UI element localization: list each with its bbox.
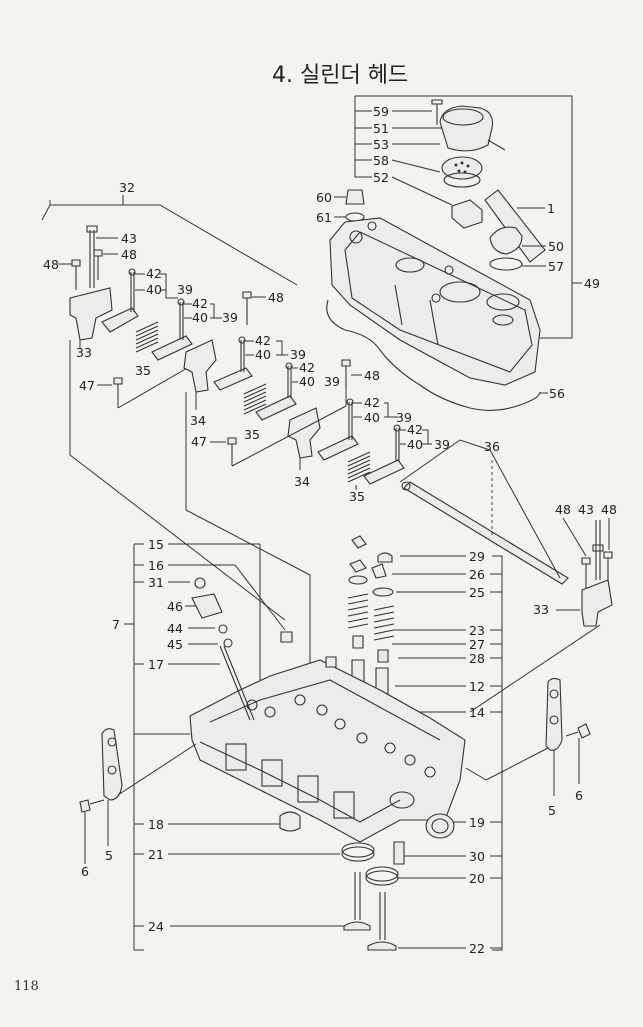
callout: 16 <box>148 558 164 573</box>
callout: 60 <box>316 190 332 205</box>
callout: 6 <box>575 788 583 803</box>
callout: 33 <box>533 602 549 617</box>
callout: 48 <box>268 290 284 305</box>
callout: 24 <box>148 919 164 934</box>
callout: 33 <box>76 345 92 360</box>
callout: 36 <box>484 439 500 454</box>
callout: 51 <box>373 121 389 136</box>
callout: 39 <box>434 437 450 452</box>
callout: 42 <box>364 395 380 410</box>
callout: 40 <box>192 310 208 325</box>
callout: 49 <box>584 276 600 291</box>
callout: 42 <box>407 422 423 437</box>
callout: 44 <box>167 621 183 636</box>
callout: 5 <box>548 803 556 818</box>
callout: 39 <box>222 310 238 325</box>
page-title: 4. 실린더 헤드 <box>272 63 408 88</box>
callout: 19 <box>469 815 485 830</box>
callout: 56 <box>549 386 565 401</box>
callout: 47 <box>79 378 95 393</box>
callout: 7 <box>112 617 120 632</box>
callout: 14 <box>469 705 485 720</box>
page-number: 118 <box>14 979 39 994</box>
callout: 31 <box>148 575 164 590</box>
callout: 42 <box>192 296 208 311</box>
callout: 17 <box>148 657 164 672</box>
callout: 43 <box>578 502 594 517</box>
callout: 29 <box>469 549 485 564</box>
callout: 43 <box>121 231 137 246</box>
rocker-arm-group <box>41 195 613 627</box>
callout: 20 <box>469 871 485 886</box>
callout: 40 <box>407 437 423 452</box>
callout: 28 <box>469 651 485 666</box>
callout: 39 <box>324 374 340 389</box>
callout: 48 <box>601 502 617 517</box>
callout: 58 <box>373 153 389 168</box>
callout: 35 <box>244 427 260 442</box>
callout: 21 <box>148 847 164 862</box>
callout: 45 <box>167 637 183 652</box>
callout: 6 <box>81 864 89 879</box>
callout: 42 <box>146 266 162 281</box>
callout: 25 <box>469 585 485 600</box>
callout: 50 <box>548 239 564 254</box>
rocker-cover-group <box>326 95 582 411</box>
callout: 35 <box>135 363 151 378</box>
callout: 12 <box>469 679 485 694</box>
callout: 47 <box>191 434 207 449</box>
callout: 39 <box>177 282 193 297</box>
callout: 5 <box>105 848 113 863</box>
callout: 59 <box>373 104 389 119</box>
callout: 42 <box>255 333 271 348</box>
callout: 40 <box>364 410 380 425</box>
callout-labels: 59 51 53 58 52 1 60 61 50 57 49 56 32 43… <box>43 104 617 956</box>
cylinder-head-group <box>69 340 601 951</box>
callout: 40 <box>146 282 162 297</box>
callout: 48 <box>43 257 59 272</box>
callout: 26 <box>469 567 485 582</box>
callout: 46 <box>167 599 183 614</box>
callout: 52 <box>373 170 389 185</box>
callout: 48 <box>364 368 380 383</box>
callout: 39 <box>396 410 412 425</box>
callout: 18 <box>148 817 164 832</box>
callout: 53 <box>373 137 389 152</box>
callout: 57 <box>548 259 564 274</box>
callout: 40 <box>255 347 271 362</box>
callout: 32 <box>119 180 135 195</box>
callout: 34 <box>294 474 310 489</box>
callout: 48 <box>121 247 137 262</box>
callout: 15 <box>148 537 164 552</box>
callout: 23 <box>469 623 485 638</box>
callout: 40 <box>299 374 315 389</box>
callout: 35 <box>349 489 365 504</box>
callout: 1 <box>547 201 555 216</box>
callout: 39 <box>290 347 306 362</box>
callout: 61 <box>316 210 332 225</box>
callout: 34 <box>190 413 206 428</box>
callout: 30 <box>469 849 485 864</box>
callout: 48 <box>555 502 571 517</box>
callout: 42 <box>299 360 315 375</box>
callout: 27 <box>469 637 485 652</box>
callout: 22 <box>469 941 485 956</box>
